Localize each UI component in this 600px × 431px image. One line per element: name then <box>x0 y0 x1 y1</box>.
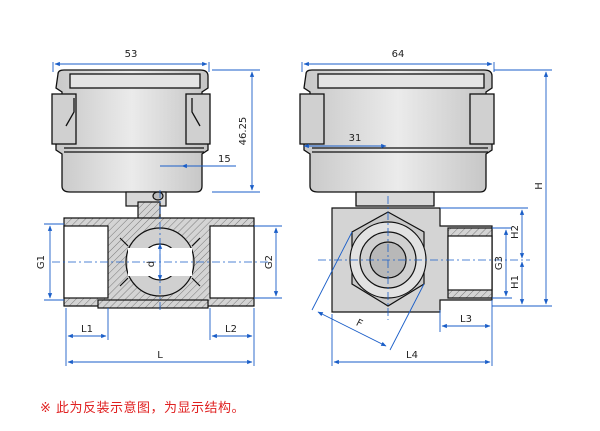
left-valve-body <box>63 217 255 309</box>
right-h2-label: H2 <box>510 225 521 239</box>
left-height-label: 46.25 <box>238 117 249 146</box>
left-thread-g1-label: G1 <box>36 255 47 269</box>
right-height-label: H <box>534 182 545 190</box>
structure-note: ※ 此为反装示意图，为显示结构。 <box>40 397 245 416</box>
right-h1-label: H1 <box>510 275 521 289</box>
left-width-label: 53 <box>125 49 138 60</box>
left-offset-label: 15 <box>218 154 231 165</box>
right-width-label: 64 <box>392 49 405 60</box>
left-length-label: L <box>157 350 163 361</box>
note-symbol: ※ <box>40 401 52 416</box>
right-actuator <box>299 69 495 207</box>
left-l2-label: L2 <box>225 324 237 335</box>
right-l3-label: L3 <box>460 314 472 325</box>
right-thread-g3-label: G3 <box>494 256 505 270</box>
note-text: 此为反装示意图，为显示结构。 <box>56 401 246 416</box>
left-bore-label: d <box>146 261 157 267</box>
left-dimensions <box>44 61 282 366</box>
left-view: 53 46.25 15 G1 G2 d L1 L2 L <box>36 49 282 366</box>
right-l4-label: L4 <box>406 350 418 361</box>
right-view: 64 31 H H2 H1 G3 L3 L4 F <box>299 49 552 366</box>
right-flat-label: F <box>354 318 364 331</box>
left-actuator <box>51 69 211 193</box>
right-offset-label: 31 <box>349 133 362 144</box>
left-thread-g2-label: G2 <box>264 255 275 269</box>
left-l1-label: L1 <box>81 324 93 335</box>
right-dimensions <box>301 61 552 366</box>
